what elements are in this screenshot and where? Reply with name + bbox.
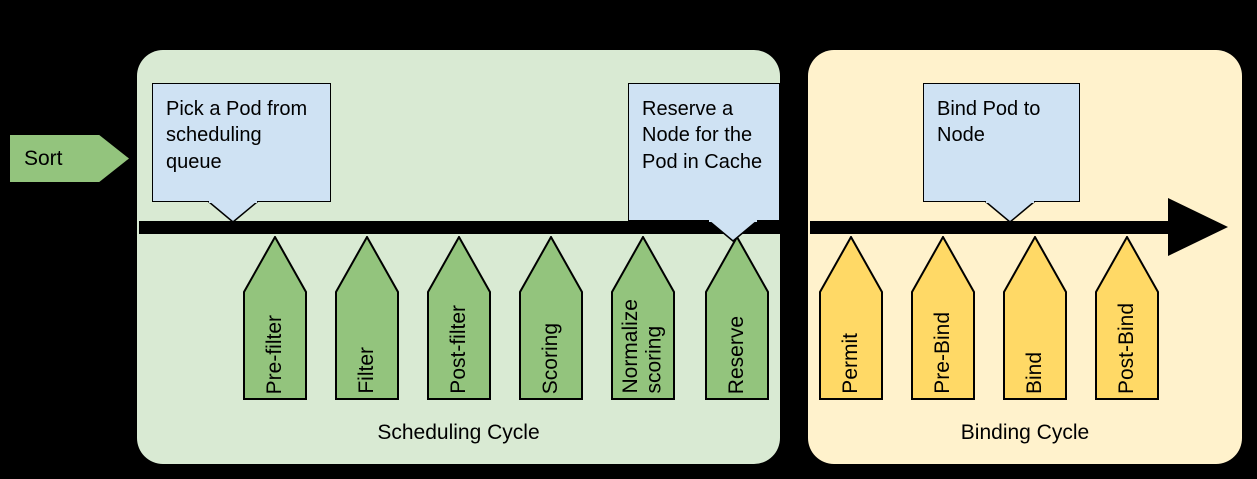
callout-bind-pod: Bind Pod to Node <box>923 83 1080 223</box>
callout-reserve-node: Reserve a Node for the Pod in Cache <box>628 83 780 242</box>
stage-label-wrap: Normalize scoring <box>611 292 675 394</box>
stage-label: Post-Bind <box>1115 302 1139 394</box>
stage-label: Reserve <box>725 315 749 394</box>
stage-label-wrap: Pre-filter <box>243 292 307 394</box>
stage-outline-icon <box>705 236 769 400</box>
stage-label-wrap: Post-Bind <box>1095 292 1159 394</box>
stage-label-wrap: Filter <box>335 292 399 394</box>
stage-label: Permit <box>839 333 863 394</box>
stage-label-wrap: Bind <box>1003 292 1067 394</box>
callout-text: Pick a Pod from scheduling queue <box>152 83 331 202</box>
stage-pre-bind[interactable]: Pre-Bind <box>911 236 975 400</box>
stage-label-wrap: Reserve <box>705 292 769 394</box>
stage-label-wrap: Scoring <box>519 292 583 394</box>
binding-cycle-caption: Binding Cycle <box>960 420 1090 444</box>
flow-arrowhead-icon <box>1168 198 1228 256</box>
stage-label: Filter <box>355 347 379 394</box>
stage-pre-filter[interactable]: Pre-filter <box>243 236 307 400</box>
callout-text: Bind Pod to Node <box>923 83 1080 202</box>
stage-outline-icon <box>611 236 675 400</box>
stage-reserve[interactable]: Reserve <box>705 236 769 400</box>
stage-outline-icon <box>335 236 399 400</box>
callout-text: Reserve a Node for the Pod in Cache <box>628 83 780 221</box>
sort-stage-arrow: Sort <box>10 135 129 182</box>
stage-label: Normalize scoring <box>619 299 666 394</box>
scheduling-cycle-caption: Scheduling Cycle <box>377 420 540 444</box>
stage-filter[interactable]: Filter <box>335 236 399 400</box>
callout-pick-pod: Pick a Pod from scheduling queue <box>152 83 331 223</box>
stage-post-bind[interactable]: Post-Bind <box>1095 236 1159 400</box>
stage-label-wrap: Permit <box>819 292 883 394</box>
stage-label: Scoring <box>539 322 563 394</box>
stage-label: Post-filter <box>447 305 471 394</box>
stage-scoring[interactable]: Scoring <box>519 236 583 400</box>
stage-outline-icon <box>519 236 583 400</box>
stage-label-wrap: Post-filter <box>427 292 491 394</box>
stage-outline-icon <box>1095 236 1159 400</box>
sort-stage-label: Sort <box>24 146 63 170</box>
stage-post-filter[interactable]: Post-filter <box>427 236 491 400</box>
stage-label: Bind <box>1023 351 1047 394</box>
stage-label: Pre-filter <box>263 314 287 394</box>
stage-outline-icon <box>911 236 975 400</box>
stage-label-wrap: Pre-Bind <box>911 292 975 394</box>
stage-outline-icon <box>427 236 491 400</box>
stage-outline-icon <box>819 236 883 400</box>
stage-outline-icon <box>243 236 307 400</box>
stage-bind[interactable]: Bind <box>1003 236 1067 400</box>
stage-permit[interactable]: Permit <box>819 236 883 400</box>
stage-normalize-scoring[interactable]: Normalize scoring <box>611 236 675 400</box>
flow-arrow-shaft-scheduling <box>139 221 780 234</box>
flow-arrow-shaft-binding <box>810 221 1170 234</box>
stage-label: Pre-Bind <box>931 312 955 394</box>
stage-outline-icon <box>1003 236 1067 400</box>
